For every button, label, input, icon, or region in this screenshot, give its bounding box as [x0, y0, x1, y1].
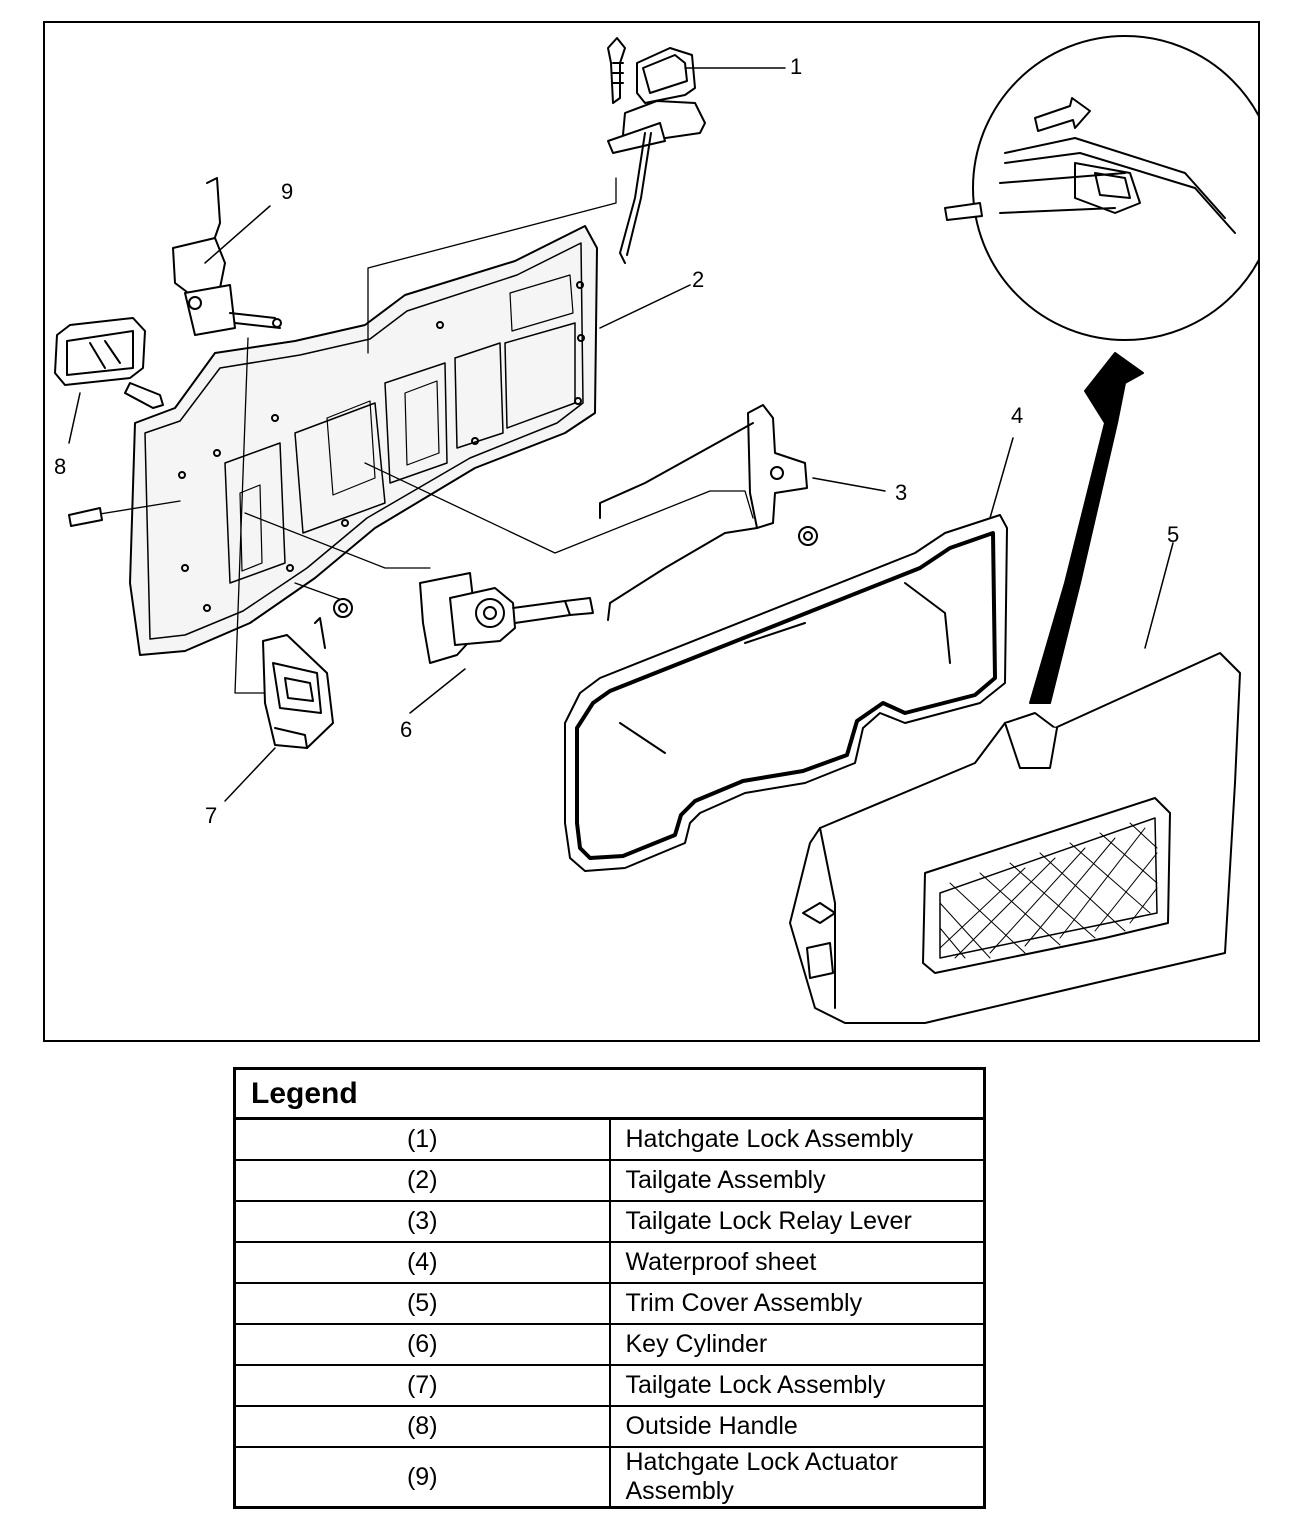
legend-number: (4) [234, 1241, 611, 1283]
legend-description: Key Cylinder [609, 1323, 985, 1365]
legend-number: (6) [234, 1323, 611, 1365]
callout-1: 1 [790, 54, 803, 79]
legend-row: (3) Tailgate Lock Relay Lever [234, 1200, 985, 1242]
legend-number: (9) [234, 1446, 611, 1508]
legend-description: Waterproof sheet [609, 1241, 985, 1283]
exploded-view-diagram: 1 2 3 4 5 6 7 8 9 [43, 21, 1260, 1042]
legend-table: Legend (1) Hatchgate Lock Assembly (2) T… [233, 1067, 986, 1509]
legend-number: (8) [234, 1405, 611, 1447]
callout-4: 4 [1011, 403, 1024, 428]
callout-leader-lines [68, 67, 1174, 802]
legend-description: Hatchgate Lock Assembly [609, 1117, 985, 1160]
callout-2: 2 [692, 267, 705, 292]
legend-header-row: Legend [234, 1068, 985, 1120]
legend-description: Tailgate Assembly [609, 1159, 985, 1201]
legend-row: (9) Hatchgate Lock Actuator Assembly [234, 1446, 985, 1508]
assembly-guide-lines [74, 177, 754, 694]
detail-view-arrow [1029, 352, 1144, 704]
bolt-parts [68, 507, 818, 618]
legend-description: Tailgate Lock Assembly [609, 1364, 985, 1406]
trim-cover-assembly-part [789, 652, 1241, 1024]
callout-6: 6 [400, 717, 413, 742]
legend-description: Hatchgate Lock Actuator Assembly [609, 1446, 985, 1508]
legend-row: (1) Hatchgate Lock Assembly [234, 1117, 985, 1160]
legend-row: (8) Outside Handle [234, 1405, 985, 1447]
legend-number: (2) [234, 1159, 611, 1201]
legend-description: Trim Cover Assembly [609, 1282, 985, 1324]
callout-3: 3 [895, 480, 908, 505]
legend-number: (1) [234, 1117, 611, 1160]
legend-row: (5) Trim Cover Assembly [234, 1282, 985, 1324]
relay-lever-part [599, 404, 808, 621]
diagram-drawing [54, 35, 1258, 1024]
callout-7: 7 [205, 803, 218, 828]
legend-number: (5) [234, 1282, 611, 1324]
legend-description: Outside Handle [609, 1405, 985, 1447]
callout-8: 8 [54, 454, 67, 479]
key-cylinder-part [419, 572, 594, 664]
legend-number: (7) [234, 1364, 611, 1406]
legend-row: (4) Waterproof sheet [234, 1241, 985, 1283]
legend-title: Legend [234, 1068, 985, 1120]
outside-handle-part [54, 317, 164, 409]
hatchgate-lock-assembly-part [607, 37, 706, 264]
detail-view-circle [944, 35, 1258, 341]
waterproof-sheet-part [564, 514, 1008, 872]
tailgate-assembly-part [129, 225, 598, 656]
callout-9: 9 [281, 179, 294, 204]
tailgate-lock-assembly-part [262, 617, 334, 749]
legend-row: (6) Key Cylinder [234, 1323, 985, 1365]
legend-row: (2) Tailgate Assembly [234, 1159, 985, 1201]
hatchgate-lock-actuator-part [172, 177, 282, 336]
callout-5: 5 [1167, 522, 1180, 547]
legend-row: (7) Tailgate Lock Assembly [234, 1364, 985, 1406]
legend-number: (3) [234, 1200, 611, 1242]
legend-description: Tailgate Lock Relay Lever [609, 1200, 985, 1242]
